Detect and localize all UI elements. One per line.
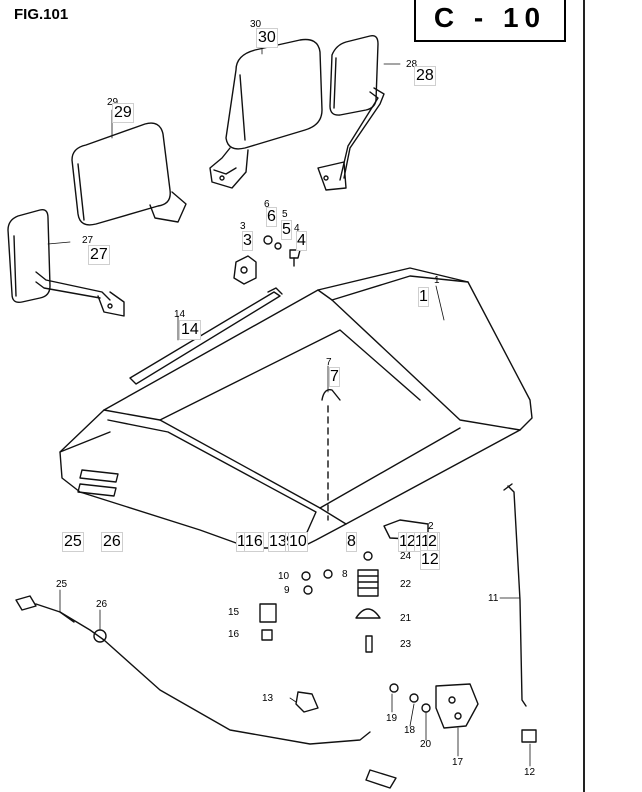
- label-20: 20: [420, 739, 432, 750]
- hood-prop-rod-11: [503, 483, 527, 707]
- label-7: 7: [326, 357, 332, 368]
- label-13: 13: [262, 693, 274, 704]
- label-19: 19: [386, 713, 398, 724]
- bolt-12: [521, 729, 537, 743]
- hood-lock-17: [389, 683, 479, 729]
- tag-6[interactable]: 6: [266, 207, 277, 227]
- small-fasteners-3-6-5-4: [233, 235, 301, 285]
- tag-8[interactable]: 8: [346, 532, 357, 552]
- weatherstrip-14: [129, 287, 283, 385]
- page-edge-rule: [583, 0, 585, 792]
- label-5: 5: [282, 209, 288, 220]
- label-17: 17: [452, 757, 464, 768]
- mirror-head-29: [71, 122, 187, 226]
- leader-lines: [47, 35, 531, 767]
- label-14: 14: [174, 309, 186, 320]
- label-24: 24: [400, 551, 412, 562]
- figure-title: FIG.101: [14, 6, 69, 23]
- label-23: 23: [400, 639, 412, 650]
- mirror-assembly-28: [317, 34, 385, 191]
- lock-bumper-parts: [259, 569, 333, 641]
- tag-3[interactable]: 3: [242, 231, 253, 251]
- mirror-head-30: [209, 38, 323, 189]
- label-12: 12: [524, 767, 536, 778]
- label-28: 28: [406, 59, 418, 70]
- label-30: 30: [250, 19, 262, 30]
- tag-26[interactable]: 26: [101, 532, 123, 552]
- tag-1[interactable]: 1: [418, 287, 429, 307]
- label-9: 9: [284, 585, 290, 596]
- label-21: 21: [400, 613, 412, 624]
- cable-clip-13: [295, 691, 319, 713]
- tag-29[interactable]: 29: [112, 103, 134, 123]
- label-8: 8: [342, 569, 348, 580]
- label-25: 25: [56, 579, 68, 590]
- tag-27[interactable]: 27: [88, 245, 110, 265]
- mirror-assembly-27: [7, 208, 125, 317]
- label-15: 15: [228, 607, 240, 618]
- label-11: 11: [488, 593, 499, 604]
- tag-5[interactable]: 5: [281, 220, 292, 240]
- label-27: 27: [82, 235, 94, 246]
- label-2: 2: [428, 521, 434, 532]
- hood-latch-guide-7: [321, 389, 341, 521]
- label-18: 18: [404, 725, 416, 736]
- figure-code-box: C - 10: [414, 0, 566, 42]
- hood-panel-1: [59, 267, 533, 549]
- tag-12[interactable]: 12: [420, 550, 440, 570]
- tag-28[interactable]: 28: [414, 66, 436, 86]
- label-3: 3: [240, 221, 246, 232]
- label-26: 26: [96, 599, 108, 610]
- forward-arrow: [365, 769, 397, 789]
- tag-10[interactable]: 10: [288, 532, 308, 552]
- tag-14[interactable]: 14: [179, 320, 201, 340]
- tag-7[interactable]: 7: [329, 367, 340, 387]
- tag-25[interactable]: 25: [62, 532, 84, 552]
- label-22: 22: [400, 579, 412, 590]
- hood-release-cable: [15, 595, 371, 745]
- tag-4[interactable]: 4: [296, 231, 307, 251]
- label-4: 4: [294, 223, 300, 234]
- tag-16[interactable]: 16: [244, 532, 264, 552]
- label-6: 6: [264, 199, 270, 210]
- tag-2[interactable]: 2: [427, 532, 438, 552]
- tag-30[interactable]: 30: [256, 28, 278, 48]
- label-29: 29: [107, 98, 118, 108]
- label-10: 10: [278, 571, 290, 582]
- label-1: 1: [434, 275, 440, 286]
- label-16: 16: [228, 629, 240, 640]
